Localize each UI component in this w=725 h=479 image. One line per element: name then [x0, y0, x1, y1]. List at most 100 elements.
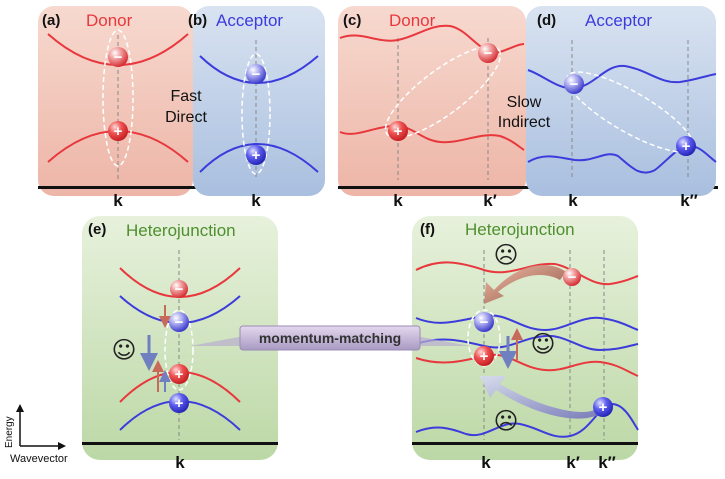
panel-f-acceptor-hole	[593, 397, 613, 417]
sad-face-icon: ☹	[493, 407, 518, 435]
panel-d: (d) Acceptor − + k k″	[526, 6, 717, 210]
panel-f-acceptor-mid	[415, 334, 639, 352]
panel-f-background	[412, 216, 638, 460]
panel-b-valence-band	[199, 143, 319, 173]
panel-e-acceptor-hole-sign: +	[175, 395, 184, 412]
connector-left-wedge	[190, 336, 244, 346]
panel-e-donor-hole	[169, 364, 189, 384]
panel-b-title: Acceptor	[216, 11, 283, 30]
panel-a-exciton	[102, 29, 134, 167]
panel-f-donor-electron	[563, 268, 581, 286]
panel-d-background	[526, 6, 716, 196]
panel-e-title: Heterojunction	[126, 221, 236, 240]
panel-a-label: (a)	[42, 12, 60, 29]
panel-b-electron-sign: −	[252, 66, 261, 83]
panel-c-background	[338, 6, 526, 196]
panel-e-donor-electron-sign: −	[175, 281, 184, 298]
panel-f: (f) Heterojunction − + − + ☺ ☹ ☹ k k′ k″	[412, 216, 639, 472]
panel-a-hole-sign: +	[114, 123, 123, 140]
happy-face-icon: ☺	[111, 336, 136, 364]
panel-d-conduction-band	[527, 64, 717, 90]
panel-a-electron-sign: −	[114, 49, 123, 66]
panel-c-exciton	[384, 45, 502, 139]
panel-e-donor-electron	[170, 280, 188, 298]
connector-right-wedge	[416, 336, 470, 346]
panel-f-acceptor-hole-sign: +	[599, 399, 608, 416]
panel-f-donor-hole-sign: +	[480, 348, 489, 365]
panel-c-title: Donor	[389, 11, 436, 30]
panel-c-electron	[478, 43, 498, 63]
panel-d-hole	[676, 136, 696, 156]
panel-e-acceptor-hole	[169, 393, 189, 413]
panel-e-donor-hole-sign: +	[175, 366, 184, 383]
panel-e-k-axis	[82, 442, 278, 445]
panel-b-k-label: k	[251, 191, 261, 210]
panel-f-donor-electron-sign: −	[568, 269, 577, 286]
panel-f-kpp-label: k″	[598, 453, 616, 472]
panel-f-donor-conduction	[415, 261, 639, 286]
panel-d-electron-sign: −	[570, 76, 579, 93]
panel-e-ct-exciton	[164, 309, 194, 391]
panel-b-exciton	[241, 53, 271, 175]
slow-label: Slow	[507, 94, 542, 111]
panel-f-acceptor-valence	[415, 402, 639, 438]
panel-ab-k-axis	[38, 186, 318, 189]
panel-c-k-label: k	[393, 191, 403, 210]
panel-f-donor-valence	[415, 353, 639, 377]
wavevector-axis-label: Wavevector	[10, 453, 68, 465]
panel-f-donor-hole	[474, 346, 494, 366]
panel-d-hole-sign: +	[682, 138, 691, 155]
momentum-matching-bar	[239, 325, 421, 351]
sad-face-icon: ☹	[493, 241, 518, 269]
momentum-matching-label: momentum-matching	[259, 330, 401, 346]
panel-a-k-label: k	[113, 191, 123, 210]
happy-face-icon: ☺	[530, 330, 555, 358]
panel-c-kprime-label: k′	[483, 191, 497, 210]
panel-f-label: (f)	[420, 221, 435, 238]
panel-b-hole-sign: +	[252, 147, 261, 164]
energy-arrowhead-icon	[16, 404, 24, 412]
axes-legend: Energy Wavevector	[4, 404, 68, 465]
panel-f-hole-relax-arrow	[480, 376, 606, 419]
panel-b-electron	[246, 64, 266, 84]
panel-e-acceptor-electron-sign: −	[175, 314, 184, 331]
panel-b-hole	[246, 145, 266, 165]
panel-e-acceptor-electron	[169, 312, 189, 332]
fast-label: Fast	[170, 88, 202, 105]
panel-a-electron	[108, 47, 128, 67]
indirect-label: Indirect	[498, 114, 551, 131]
panel-a: (a) Donor − + k	[38, 6, 318, 210]
momentum-matching-connector: momentum-matching	[190, 325, 470, 351]
energy-axis-label: Energy	[4, 416, 15, 448]
panel-f-acceptor-conduction	[415, 314, 639, 332]
panel-b: (b) Acceptor − + k	[188, 6, 325, 210]
wavevector-arrowhead-icon	[58, 442, 66, 450]
panel-c-conduction-band	[339, 24, 525, 54]
panel-c-label: (c)	[343, 12, 361, 29]
panel-f-title: Heterojunction	[465, 220, 575, 239]
panel-b-label: (b)	[188, 12, 207, 29]
panel-f-acceptor-electron	[474, 312, 494, 332]
panel-f-acceptor-electron-sign: −	[480, 314, 489, 331]
panel-d-label: (d)	[537, 12, 556, 29]
panel-a-title: Donor	[86, 11, 133, 30]
panel-f-k-label: k	[481, 453, 491, 472]
panel-e-label: (e)	[88, 221, 106, 238]
panel-d-kpp-label: k″	[680, 191, 698, 210]
panel-f-k-axis	[412, 442, 638, 445]
panel-f-kprime-label: k′	[566, 453, 580, 472]
panel-b-background	[193, 6, 325, 196]
direct-label: Direct	[165, 109, 207, 126]
panel-d-k-label: k	[568, 191, 578, 210]
panel-c-hole	[388, 121, 408, 141]
panel-f-electron-relax-arrow	[484, 265, 566, 304]
panel-c-valence-band	[339, 124, 525, 151]
panel-c-electron-sign: −	[484, 45, 493, 62]
panel-c-hole-sign: +	[394, 123, 403, 140]
panel-d-title: Acceptor	[585, 11, 652, 30]
panel-a-hole	[108, 121, 128, 141]
panel-e: (e) Heterojunction − − + + ☺ k	[82, 216, 278, 472]
panel-e-k-label: k	[175, 453, 185, 472]
panel-d-electron	[564, 74, 584, 94]
